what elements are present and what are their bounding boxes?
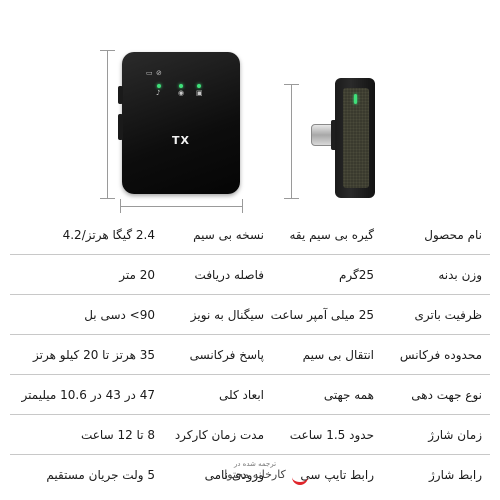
spec-label: نام محصول xyxy=(424,228,482,242)
spec-value: 8 تا 12 ساعت xyxy=(80,428,155,442)
spec-value: حدود 1.5 ساعت xyxy=(289,428,374,442)
status-led-1 xyxy=(157,84,161,88)
watermark-logo: ترجمه شده در کارخانه محتوا xyxy=(200,460,310,500)
spec-row: ظرفیت باتری 25 میلی آمپر ساعت سیگنال به … xyxy=(0,295,500,335)
spec-label: ورودی نامی xyxy=(204,468,264,482)
spec-label: سیگنال به نویز xyxy=(190,308,264,322)
spec-label: ابعاد کلی xyxy=(219,388,264,402)
spec-label: زمان شارژ xyxy=(428,428,482,442)
depth-dimension-cap-top xyxy=(284,84,299,85)
width-dimension-line xyxy=(120,206,242,207)
status-led-2 xyxy=(179,84,183,88)
height-dimension-cap-top xyxy=(100,50,115,51)
spec-label: نسخه بی سیم xyxy=(193,228,264,242)
spec-value: 35 هرتز تا 20 کیلو هرتز xyxy=(33,348,155,362)
spec-row: رابط شارژ رابط تایپ سی ورودی نامی 5 ولت … xyxy=(0,455,500,495)
row-divider xyxy=(10,414,490,415)
watermark-swoosh-icon xyxy=(292,472,308,485)
width-dimension-cap-right xyxy=(242,199,243,213)
transmitter-device: ▭ ⊘ ♪ ◉ ▣ TX xyxy=(118,52,240,194)
watermark-small-text: ترجمه شده در xyxy=(233,460,277,468)
spec-value: 90> دسی بل xyxy=(84,308,155,322)
spec-label: نوع جهت دهی xyxy=(411,388,482,402)
link-icon: ⊘ xyxy=(156,69,162,77)
spec-value: انتقال بی سیم xyxy=(302,348,374,362)
clip-side-view xyxy=(311,78,375,198)
row-divider xyxy=(10,454,490,455)
record-icon: ▣ xyxy=(196,89,203,97)
watermark-brand-text: کارخانه محتوا xyxy=(224,468,286,481)
spec-value: 25 میلی آمپر ساعت xyxy=(270,308,374,322)
spec-label: فاصله دریافت xyxy=(194,268,264,282)
height-dimension-line xyxy=(107,50,108,198)
side-button-top xyxy=(118,86,123,104)
depth-dimension-cap-bottom xyxy=(284,198,299,199)
signal-icon: ◉ xyxy=(178,89,185,97)
spec-label: ظرفیت باتری xyxy=(414,308,482,322)
spec-value: 25گرم xyxy=(338,268,374,282)
spec-value: گیره بی سیم یقه xyxy=(289,228,374,242)
spec-value: رابط تایپ سی xyxy=(300,468,374,482)
battery-icon: ▭ xyxy=(146,69,153,77)
spec-value: همه جهتی xyxy=(323,388,374,402)
product-illustration: ▭ ⊘ ♪ ◉ ▣ TX xyxy=(0,0,500,215)
spec-label: محدوده فرکانس xyxy=(399,348,482,362)
spec-row: زمان شارژ حدود 1.5 ساعت مدت زمان کارکرد … xyxy=(0,415,500,455)
height-dimension-cap-bottom xyxy=(100,198,115,199)
spec-label: رابط شارژ xyxy=(429,468,482,482)
row-divider xyxy=(10,374,490,375)
row-divider xyxy=(10,334,490,335)
spec-row: وزن بدنه 25گرم فاصله دریافت 20 متر xyxy=(0,255,500,295)
spec-row: نام محصول گیره بی سیم یقه نسخه بی سیم 2.… xyxy=(0,215,500,255)
spec-label: پاسخ فرکانسی xyxy=(189,348,264,362)
depth-dimension-line xyxy=(291,84,292,198)
width-dimension-cap-left xyxy=(120,199,121,213)
spec-label: مدت زمان کارکرد xyxy=(174,428,264,442)
mic-icon: ♪ xyxy=(156,89,161,97)
spec-value: 5 ولت جریان مستقیم xyxy=(46,468,155,482)
spec-label: وزن بدنه xyxy=(438,268,482,282)
device-label: TX xyxy=(172,134,190,147)
row-divider xyxy=(10,294,490,295)
clip-grip-pad xyxy=(343,88,369,188)
spec-value: 20 متر xyxy=(119,268,155,282)
status-led-3 xyxy=(197,84,201,88)
side-button-bottom xyxy=(118,114,123,140)
clip-status-led xyxy=(354,94,357,104)
spec-row: محدوده فرکانس انتقال بی سیم پاسخ فرکانسی… xyxy=(0,335,500,375)
spec-row: نوع جهت دهی همه جهتی ابعاد کلی 47 در 43 … xyxy=(0,375,500,415)
row-divider xyxy=(10,254,490,255)
spec-value: 47 در 43 در 10.6 میلیمتر xyxy=(21,388,155,402)
spec-value: 2.4 گیگا هرتز/4.2 xyxy=(62,228,155,242)
